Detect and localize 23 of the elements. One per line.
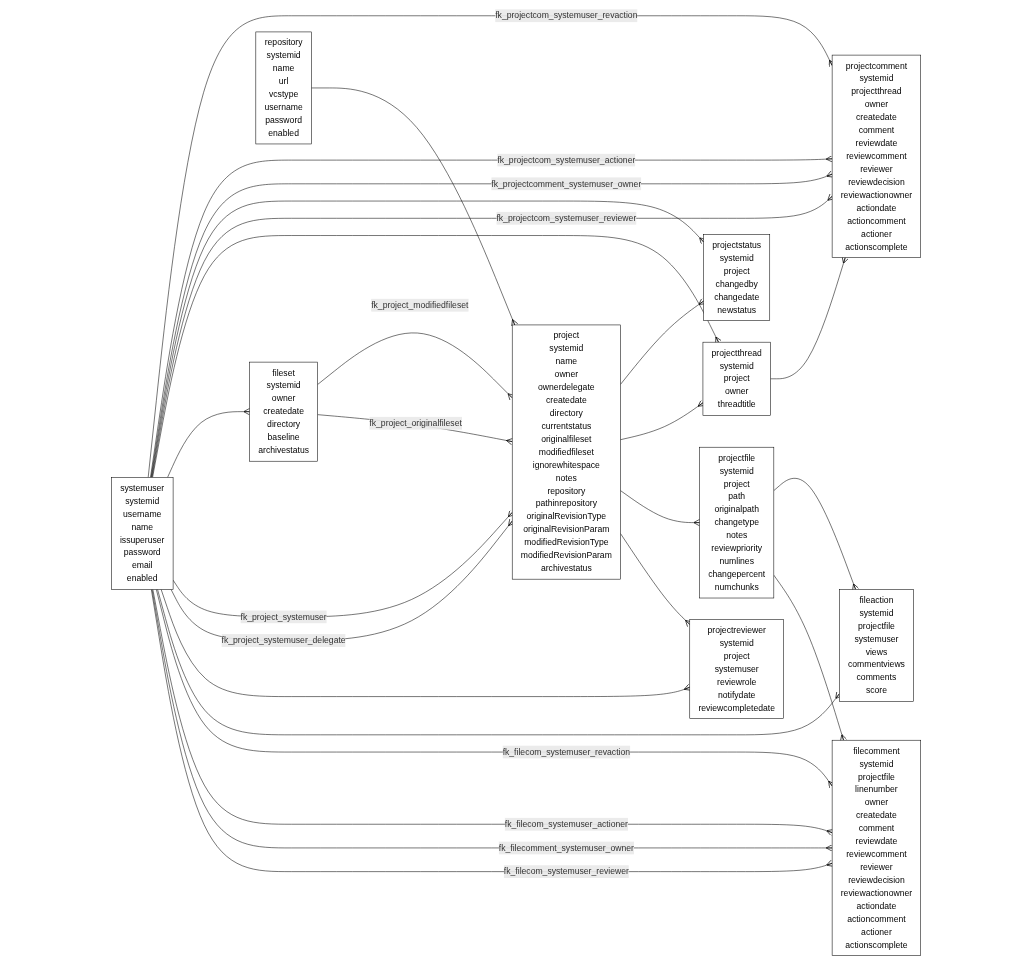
edge-label: fk_project_systemuser [240,611,327,621]
node-box: projectreviewer systemid project systemuser reviewrole notifydate reviewcompletedate [689,618,784,719]
node-box: fileaction systemid projectfile systemuser views commentviews comments score [839,588,914,702]
node-box: fileset systemid owner createdate directory baseline archivestatus [249,361,318,461]
edge-label: fk_filecomment_systemuser_owner [498,842,634,852]
node-box: systemuser systemid username name issuperuser password email enabled [111,476,174,590]
edge-label: fk_projectcom_systemuser_revaction [495,10,638,20]
edge-label: fk_project_systemuser_delegate [221,635,346,645]
node-box: project systemid name owner ownerdelegate createdate directory currentstatus originalfileset modifiedfileset ignorewhitespace notes repository pathinrepository originalRevisionType originalRevisionParam modifiedRevisionType modifiedRevisionParam archivestatus [511,324,621,579]
edge-label: fk_project_originalfileset [369,417,462,428]
edge-label: fk_filecom_systemuser_reviewer [503,866,629,876]
node-box: projectthread systemid project owner threadtitle [702,341,771,416]
edge-label: fk_filecom_systemuser_revaction [502,746,630,756]
node-box: projectcomment systemid projectthread owner createdate comment reviewdate reviewcomment reviewer reviewdecision reviewactionowner actiondate actioncomment actioner actionscomplete [831,54,921,258]
edge-label: fk_filecom_systemuser_actioner [504,818,628,829]
node-box: projectfile systemid project path originalpath changetype notes reviewpriority numlines changepercent numchunks [699,446,775,598]
node-box: filecomment systemid projectfile linenumber owner createdate comment reviewdate reviewcomment reviewer reviewdecision reviewactionowner actiondate actioncomment actioner actionscomplete [831,739,921,956]
edge-label: fk_projectcom_systemuser_reviewer [496,212,637,223]
edge-label: fk_projectcomment_systemuser_owner [491,178,642,188]
edge-label: fk_projectcom_systemuser_actioner [497,154,636,164]
node-box: projectstatus systemid project changedby changedate newstatus [703,233,770,321]
node-box: repository systemid name url vcstype username password enabled [255,31,312,144]
edge-label: fk_project_modifiedfileset [371,299,469,310]
